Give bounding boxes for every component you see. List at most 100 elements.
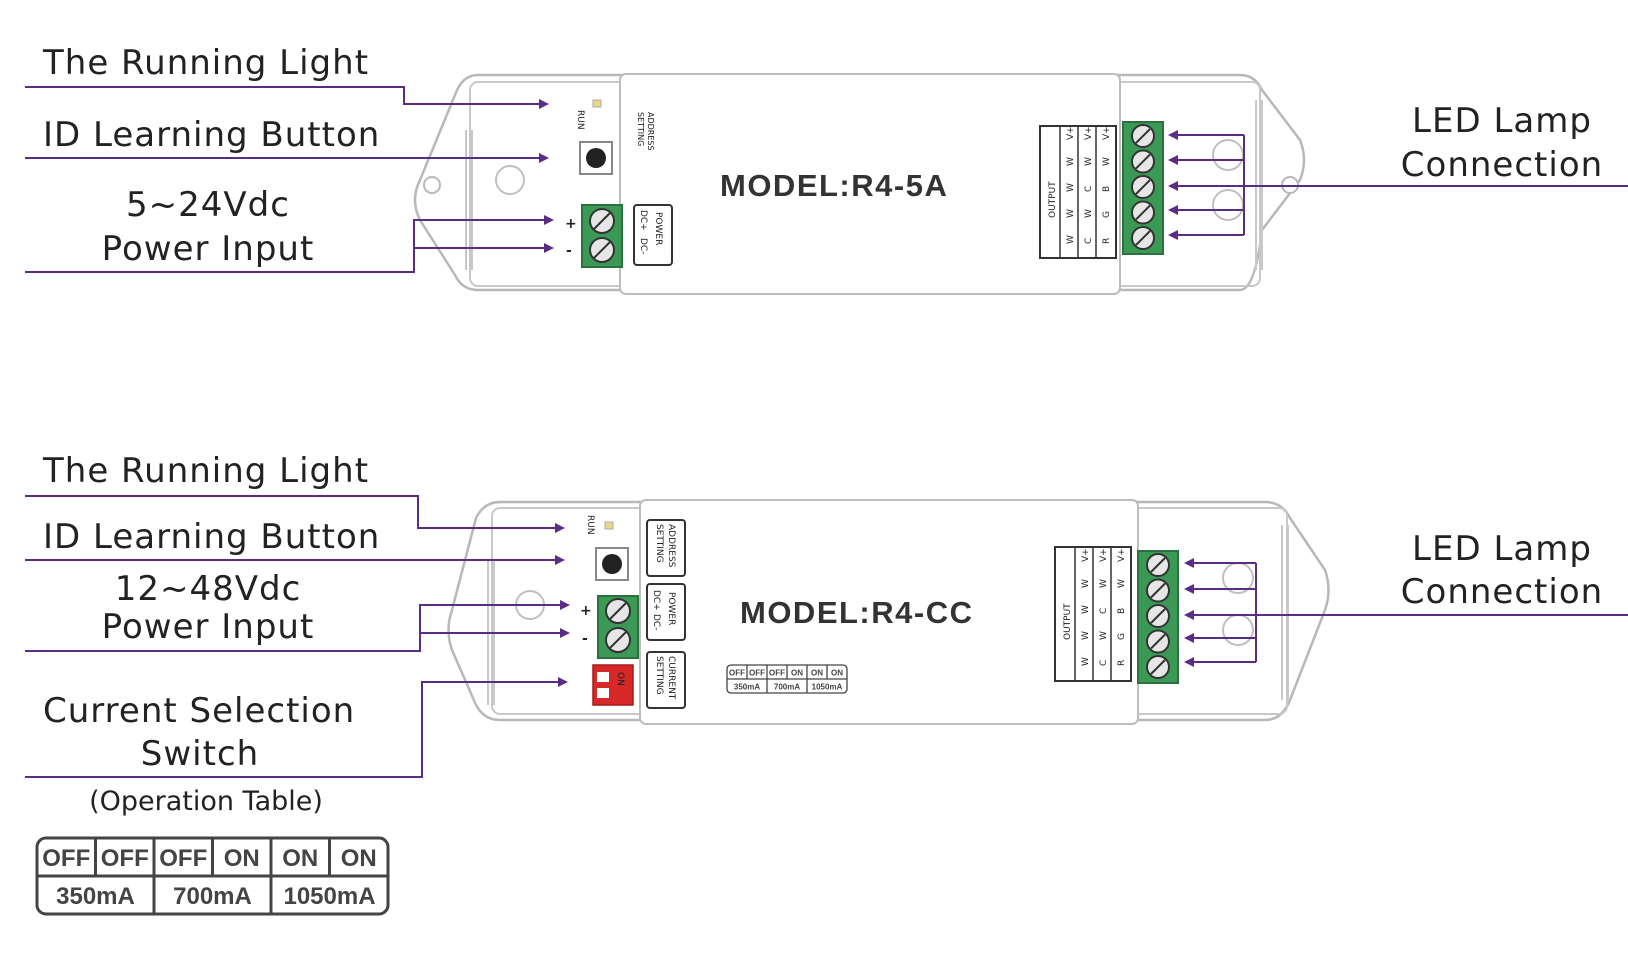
setting-silk: SETTING — [654, 524, 664, 563]
address-silk: ADDRESS — [646, 112, 655, 151]
screw-slot — [1150, 608, 1166, 624]
label-power-voltage: 12~48Vdc — [115, 569, 302, 609]
output-pin-label: B — [1117, 608, 1127, 614]
label-power-voltage: 5~24Vdc — [126, 185, 290, 225]
leaders-device-b — [25, 495, 1628, 778]
current-setting-box: CURRENT SETTING — [646, 651, 686, 709]
output-pin-label: W — [1066, 183, 1076, 192]
output-pin-label: W — [1117, 579, 1127, 588]
output-pin-label: W — [1066, 235, 1076, 244]
current-value-cell: 350mA — [734, 682, 760, 691]
run-silk: RUN — [585, 515, 595, 535]
output-pin-label: W — [1081, 631, 1091, 640]
dc-plus-silk: DC+ — [651, 590, 661, 611]
run-led-icon — [592, 99, 602, 108]
output-pin-label: V+ — [1117, 548, 1127, 562]
current-setting-silk: SETTING — [654, 656, 664, 695]
switch-state-cell: ON — [831, 668, 843, 677]
screw-slot — [1150, 659, 1166, 675]
device-r4-cc: RUN ADDRESS SETTING + - DC+ DC- POWER — [447, 499, 1330, 725]
label-led-lamp: LED Lamp — [1412, 529, 1592, 569]
output-silk: OUTPUT — [1063, 603, 1073, 640]
model-label: MODEL:R4-5A — [720, 168, 948, 203]
switch-state-cell: OFF — [159, 845, 207, 872]
label-led-connection: Connection — [1401, 145, 1603, 185]
output-pin-label: W — [1066, 209, 1076, 218]
switch-state-cell: ON — [282, 845, 318, 872]
output-pin-label: B — [1102, 186, 1112, 192]
output-pin-label: C — [1099, 608, 1109, 614]
screw-slot — [1135, 230, 1151, 246]
power-silk: POWER — [666, 592, 676, 625]
output-pin-label: C — [1084, 186, 1094, 192]
label-operation-table: (Operation Table) — [89, 786, 323, 817]
output-pin-label: V+ — [1081, 548, 1091, 562]
current-value-cell: 700mA — [173, 883, 252, 910]
label-power-input: Power Input — [102, 229, 315, 269]
power-silk-box: DC+ DC- POWER — [646, 583, 686, 641]
output-pin-label: R — [1102, 238, 1112, 244]
label-power-input: Power Input — [102, 607, 315, 647]
output-pin-label: W — [1099, 579, 1109, 588]
run-led-icon — [604, 521, 614, 530]
output-pin-label: W — [1081, 579, 1091, 588]
output-pin-label: V+ — [1099, 548, 1109, 562]
vent-ribs-right — [1281, 525, 1289, 700]
screw-slot — [1150, 557, 1166, 573]
power-terminal-block — [581, 204, 623, 268]
output-pin-label: V+ — [1084, 126, 1094, 140]
switch-state-cell: ON — [224, 845, 260, 872]
output-pin-label: W — [1066, 157, 1076, 166]
dc-plus-silk: DC+ — [638, 210, 648, 231]
output-pin-label: W — [1081, 605, 1091, 614]
label-id-learning-button: ID Learning Button — [43, 115, 380, 155]
current-value-cell: 1050mA — [812, 682, 843, 691]
switch-state-cell: OFF — [101, 845, 149, 872]
dc-minus-silk: DC- — [638, 238, 648, 254]
leaders-device-a — [25, 86, 1628, 273]
id-learning-button[interactable] — [579, 141, 613, 175]
label-led-connection: Connection — [1401, 572, 1603, 612]
model-label: MODEL:R4-CC — [740, 595, 974, 630]
run-silk: RUN — [575, 110, 585, 130]
screw-slot — [1150, 582, 1166, 599]
label-id-learning-button: ID Learning Button — [43, 517, 380, 557]
switch-state-cell: OFF — [769, 668, 785, 677]
output-pin-label: W — [1081, 657, 1091, 666]
label-led-lamp: LED Lamp — [1412, 101, 1592, 141]
plus-silk: + — [565, 216, 577, 232]
switch-state-cell: OFF — [42, 845, 90, 872]
id-learning-button[interactable] — [595, 547, 629, 581]
mount-hole — [495, 165, 525, 195]
output-pin-label: W — [1084, 209, 1094, 218]
current-value-cell: 1050mA — [283, 883, 375, 910]
output-pin-label: G — [1102, 211, 1112, 218]
output-pin-label: C — [1084, 238, 1094, 244]
minus-silk: - — [566, 243, 572, 259]
screw-slot — [1150, 633, 1166, 650]
switch-state-cell: ON — [341, 845, 377, 872]
output-pin-label: V+ — [1066, 126, 1076, 140]
plus-silk: + — [580, 603, 592, 619]
switch-state-cell: OFF — [729, 668, 745, 677]
setting-silk: SETTING — [636, 112, 645, 146]
current-dip-switch[interactable]: ON — [592, 664, 634, 706]
label-running-light: The Running Light — [42, 43, 369, 83]
minus-silk: - — [582, 631, 588, 647]
screw-slot — [1135, 179, 1151, 195]
current-value-cell: 700mA — [774, 682, 800, 691]
output-terminal-block — [1122, 121, 1164, 255]
dc-minus-silk: DC- — [651, 614, 661, 630]
output-pin-label: W — [1084, 157, 1094, 166]
output-terminal-block — [1137, 550, 1179, 684]
current-value-cell: 350mA — [56, 883, 135, 910]
address-silk: ADDRESS — [666, 524, 676, 568]
vent-ribs-left — [465, 130, 473, 270]
power-silk: POWER — [653, 212, 663, 245]
mount-slot — [423, 176, 441, 194]
switch-state-cell: OFF — [749, 668, 765, 677]
